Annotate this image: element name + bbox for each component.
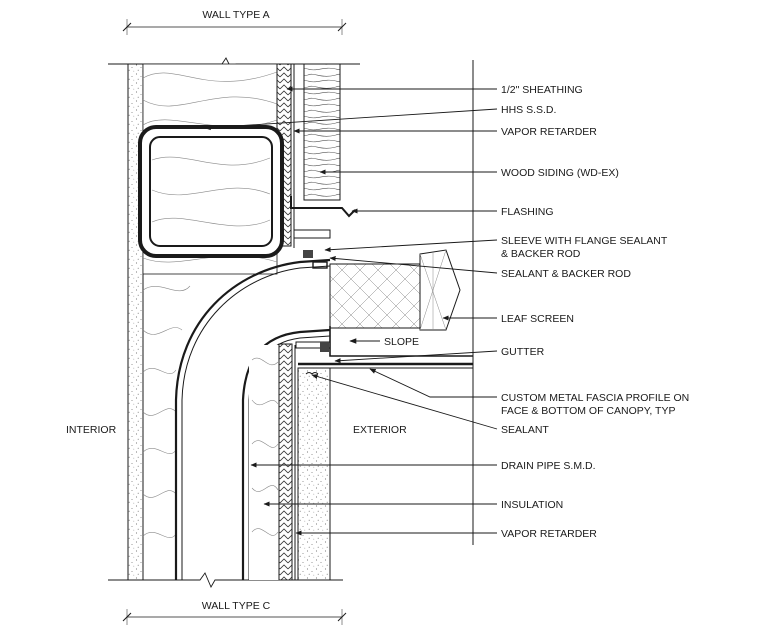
callout-insulation: INSULATION xyxy=(501,499,563,511)
callout-wood-siding: WOOD SIDING (WD-EX) xyxy=(501,167,619,179)
wood-siding-panel xyxy=(303,63,341,201)
interior-label: INTERIOR xyxy=(66,424,117,436)
callout-sleeve-line-2: & BACKER ROD xyxy=(501,248,581,260)
wall-type-c-assembly xyxy=(249,341,331,581)
flashing-profile xyxy=(290,196,356,218)
gutter-profile xyxy=(329,326,473,357)
callout-sealant-backer: SEALANT & BACKER ROD xyxy=(501,268,631,280)
drain-pipe-outer-wall xyxy=(174,258,331,580)
callout-sleeve-line-1: SLEEVE WITH FLANGE SEALANT xyxy=(501,235,668,247)
exterior-label: EXTERIOR xyxy=(353,424,407,436)
batt-insulation-lower xyxy=(142,285,191,538)
canopy-assembly xyxy=(298,60,474,545)
callout-vapor-retarder-top: VAPOR RETARDER xyxy=(501,126,597,138)
hhs-tube-inner xyxy=(149,136,273,247)
wall-c-cladding xyxy=(297,367,331,581)
callout-leaders xyxy=(204,86,498,536)
callout-drain-pipe: DRAIN PIPE S.M.D. xyxy=(501,460,596,472)
sleeve-flange xyxy=(293,229,331,239)
backer-rod-upper-2 xyxy=(312,261,328,269)
sealant-bead-bottom xyxy=(305,372,319,375)
slope-label: SLOPE xyxy=(384,336,419,348)
wall-c-sheathing xyxy=(278,343,293,581)
wall-type-a-label: WALL TYPE A xyxy=(202,9,269,21)
callout-fascia-line-1: CUSTOM METAL FASCIA PROFILE ON xyxy=(501,392,689,404)
bottom-break-line xyxy=(108,572,343,589)
wall-type-c-label: WALL TYPE C xyxy=(202,600,271,612)
leaf-screen-cap xyxy=(419,249,461,331)
hhs-insulation-lines xyxy=(151,156,271,227)
callout-fascia-line-2: FACE & BOTTOM OF CANOPY, TYP xyxy=(501,405,675,417)
leaf-screen xyxy=(329,263,421,329)
wall-type-a-assembly xyxy=(127,63,356,581)
callout-vapor-retarder-bottom: VAPOR RETARDER xyxy=(501,528,597,540)
callout-sealant: SEALANT xyxy=(501,424,549,436)
wall-c-insulation-zone xyxy=(249,345,279,580)
dimension-wall-type-c xyxy=(122,609,347,625)
sealant-bead-lower xyxy=(320,342,329,352)
backer-rod-upper xyxy=(303,250,313,258)
callout-flashing: FLASHING xyxy=(501,206,554,218)
drain-pipe-outer-wall-inner xyxy=(181,265,331,580)
callout-leaf-screen: LEAF SCREEN xyxy=(501,313,574,325)
callout-hhs: HHS S.S.D. xyxy=(501,104,556,116)
callout-sheathing: 1/2" SHEATHING xyxy=(501,84,583,96)
dimension-wall-type-a xyxy=(122,19,347,35)
callout-gutter: GUTTER xyxy=(501,346,545,358)
